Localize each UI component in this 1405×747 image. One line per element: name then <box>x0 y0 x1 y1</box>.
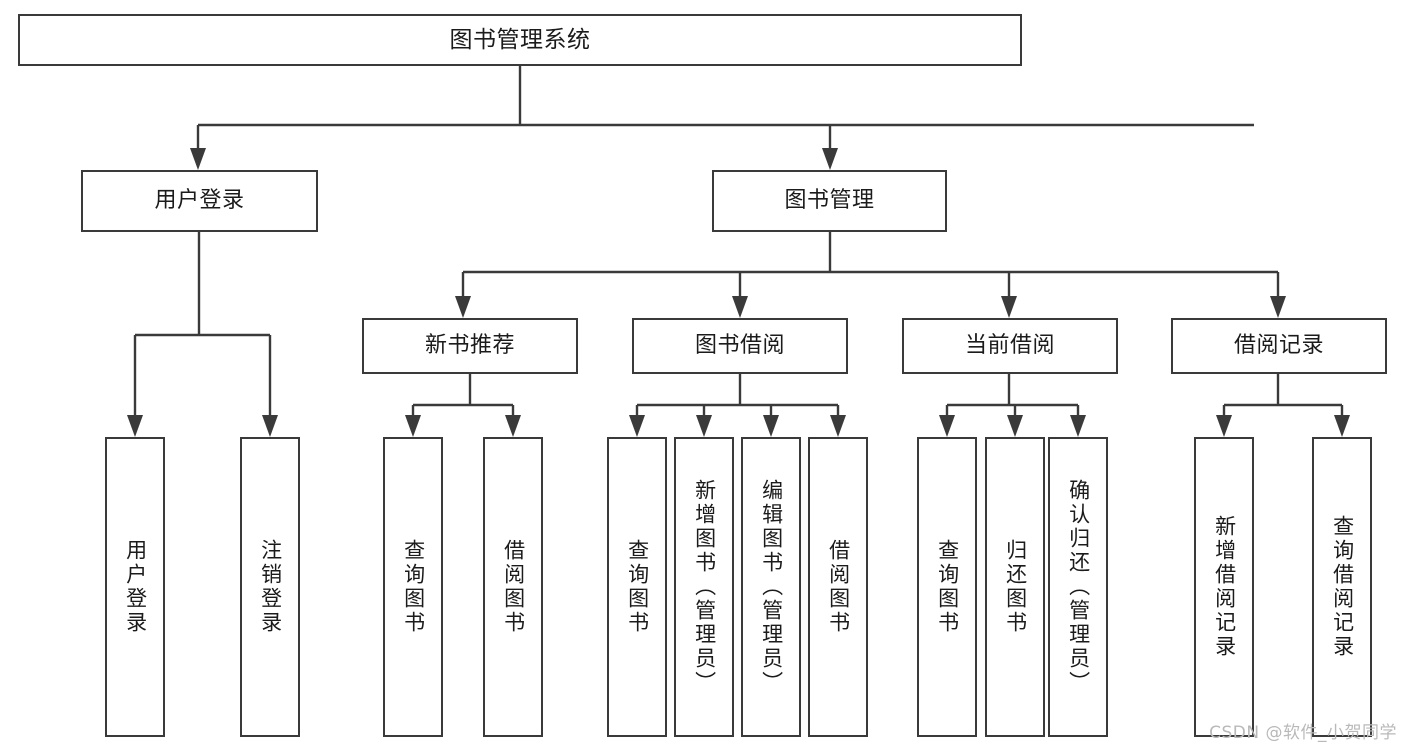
leaf-user-login-signin[interactable]: 用户登录 <box>105 437 165 737</box>
leaf-record-query-borrow-record[interactable]: 查询借阅记录 <box>1312 437 1372 737</box>
node-label: 图书管理 <box>784 188 875 214</box>
leaf-user-login-signout[interactable]: 注销登录 <box>240 437 300 737</box>
node-label: 用户登录 <box>154 188 245 214</box>
leaf-borrow-query-book[interactable]: 查询图书 <box>607 437 667 737</box>
node-label: 归还图书 <box>1003 539 1028 635</box>
node-root-system[interactable]: 图书管理系统 <box>18 14 1022 66</box>
leaf-current-query-book[interactable]: 查询图书 <box>917 437 977 737</box>
leaf-borrow-borrow-book[interactable]: 借阅图书 <box>808 437 868 737</box>
node-current-borrow[interactable]: 当前借阅 <box>902 318 1118 374</box>
node-new-book-recommend[interactable]: 新书推荐 <box>362 318 578 374</box>
node-label: 新书推荐 <box>424 333 515 359</box>
node-label: 编辑图书（管理员） <box>759 479 784 695</box>
leaf-borrow-add-book-admin[interactable]: 新增图书（管理员） <box>674 437 734 737</box>
node-label: 查询图书 <box>625 539 650 635</box>
node-label: 图书借阅 <box>694 333 785 359</box>
node-label: 图书管理系统 <box>449 26 591 53</box>
csdn-watermark: CSDN @软件_小贺同学 <box>1209 723 1397 743</box>
leaf-recommend-borrow-book[interactable]: 借阅图书 <box>483 437 543 737</box>
node-label: 查询借阅记录 <box>1330 515 1355 659</box>
node-borrow-record[interactable]: 借阅记录 <box>1171 318 1387 374</box>
leaf-recommend-query-book[interactable]: 查询图书 <box>383 437 443 737</box>
node-label: 注销登录 <box>258 539 283 635</box>
node-label: 借阅图书 <box>826 539 851 635</box>
leaf-current-confirm-return-admin[interactable]: 确认归还（管理员） <box>1048 437 1108 737</box>
node-label: 用户登录 <box>123 539 148 635</box>
node-label: 确认归还（管理员） <box>1066 479 1091 695</box>
node-label: 借阅记录 <box>1233 333 1324 359</box>
leaf-borrow-edit-book-admin[interactable]: 编辑图书（管理员） <box>741 437 801 737</box>
leaf-record-add-borrow-record[interactable]: 新增借阅记录 <box>1194 437 1254 737</box>
node-label: 新增借阅记录 <box>1212 515 1237 659</box>
node-label: 借阅图书 <box>501 539 526 635</box>
node-label: 查询图书 <box>401 539 426 635</box>
node-book-management[interactable]: 图书管理 <box>712 170 947 232</box>
node-label: 查询图书 <box>935 539 960 635</box>
node-label: 新增图书（管理员） <box>692 479 717 695</box>
leaf-current-return-book[interactable]: 归还图书 <box>985 437 1045 737</box>
node-label: 当前借阅 <box>964 333 1055 359</box>
node-user-login[interactable]: 用户登录 <box>81 170 318 232</box>
node-book-borrow[interactable]: 图书借阅 <box>632 318 848 374</box>
